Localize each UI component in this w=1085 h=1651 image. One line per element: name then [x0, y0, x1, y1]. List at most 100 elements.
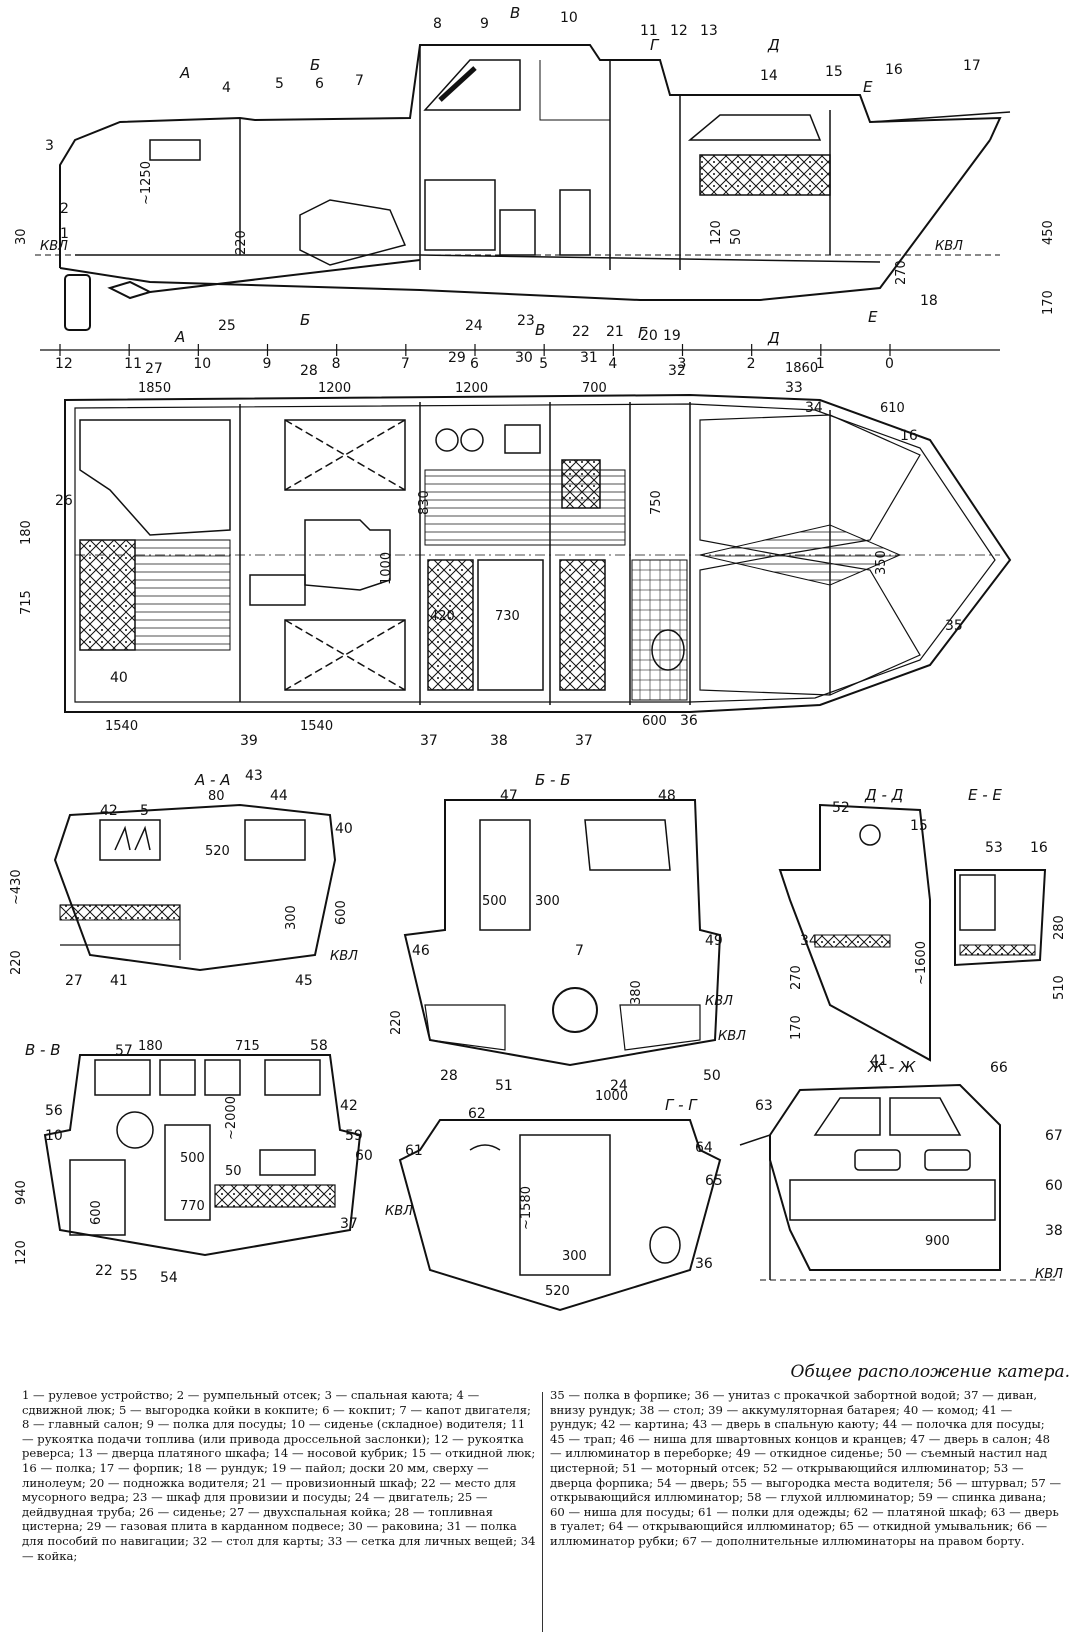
- legend-item: 57 — открывающийся иллюминатор;: [550, 1475, 1062, 1505]
- svg-text:1: 1: [60, 226, 69, 242]
- dish-niche: [259, 1149, 316, 1176]
- legend-item: 65 — откидной умывальник;: [839, 1519, 1018, 1534]
- picture-frame: [99, 819, 161, 861]
- marker-g-bot: Г: [638, 324, 648, 342]
- marker-v-bot: В: [535, 321, 545, 339]
- svg-text:55: 55: [120, 1268, 138, 1284]
- svg-text:2: 2: [60, 201, 69, 217]
- svg-text:66: 66: [990, 1060, 1008, 1076]
- svg-text:22: 22: [572, 324, 590, 340]
- marker-v-top: В: [510, 4, 520, 22]
- svg-text:300: 300: [562, 1249, 587, 1264]
- svg-text:11: 11: [640, 23, 658, 39]
- svg-text:170: 170: [789, 1015, 804, 1040]
- svg-text:КВЛ: КВЛ: [330, 949, 358, 964]
- svg-text:21: 21: [606, 324, 624, 340]
- legend-item: 56 — штурвал;: [937, 1475, 1032, 1490]
- toilet: [651, 629, 685, 671]
- svg-text:60: 60: [355, 1148, 373, 1164]
- svg-text:45: 45: [295, 973, 313, 989]
- svg-text:32: 32: [668, 363, 686, 379]
- svg-text:36: 36: [680, 713, 698, 729]
- legend-item: 27 — двухспальная койка;: [229, 1504, 395, 1519]
- svg-text:180: 180: [19, 520, 34, 545]
- floor-line: [75, 254, 881, 263]
- door-54: [164, 1124, 211, 1221]
- legend-item: 5 — выгородка койки в кокпите;: [118, 1402, 323, 1417]
- legend-item: 67 — дополнительные иллюминаторы на прав…: [682, 1533, 1025, 1548]
- svg-text:34: 34: [800, 933, 818, 949]
- legend-item: 33 — сетка для личных вещей;: [327, 1533, 521, 1548]
- svg-text:46: 46: [412, 943, 430, 959]
- deck-outline: [64, 393, 1012, 713]
- svg-text:~430: ~430: [9, 869, 24, 905]
- svg-text:510: 510: [1052, 975, 1067, 1000]
- head-floor: [631, 559, 688, 701]
- forepeak-door: [959, 874, 996, 931]
- legend-item: 64 — открывающийся иллюминатор;: [608, 1519, 840, 1534]
- station-number: 8: [332, 356, 341, 372]
- marker-b-top: Б: [310, 56, 320, 74]
- legend-item: 6 — кокпит;: [322, 1402, 400, 1417]
- svg-text:15: 15: [825, 64, 843, 80]
- svg-text:770: 770: [180, 1199, 205, 1214]
- head-door: [739, 1133, 771, 1280]
- legend-item: 58 — глухой иллюминатор;: [746, 1490, 919, 1505]
- section-gg: [398, 1119, 722, 1312]
- svg-text:7: 7: [575, 943, 584, 959]
- section-dd: [778, 803, 931, 1062]
- marker-d-top: Д: [767, 36, 780, 54]
- svg-text:1000: 1000: [595, 1089, 628, 1104]
- station-number: 3: [678, 356, 687, 372]
- svg-text:750: 750: [649, 490, 664, 515]
- svg-text:180: 180: [138, 1039, 163, 1054]
- legend-item: 13 — дверца платяного шкафа;: [78, 1446, 274, 1461]
- svg-text:51: 51: [495, 1078, 513, 1094]
- legend-item: 63 — дверь в туалет;: [550, 1504, 1059, 1534]
- opening-porthole: [859, 824, 881, 846]
- svg-text:12: 12: [670, 23, 688, 39]
- station-number: 10: [193, 356, 211, 372]
- svg-text:30: 30: [14, 228, 29, 245]
- svg-text:37: 37: [340, 1216, 358, 1232]
- plan-view: [64, 393, 1012, 713]
- svg-text:30: 30: [515, 350, 533, 366]
- svg-text:5: 5: [140, 803, 149, 819]
- marker-g-top: Г: [650, 36, 660, 54]
- legend-item: 24 — двигатель;: [354, 1490, 458, 1505]
- legend-item: 52 — открывающийся иллюминатор;: [762, 1460, 994, 1475]
- svg-text:52: 52: [832, 800, 850, 816]
- svg-text:37: 37: [420, 733, 438, 749]
- svg-text:25: 25: [218, 318, 236, 334]
- svg-text:47: 47: [500, 788, 518, 804]
- section-dd-labels: Д - Д 52 15 34 41 ~1600 270 170: [789, 786, 929, 1069]
- fuel-tanks: [284, 419, 406, 691]
- svg-text:56: 56: [45, 1103, 63, 1119]
- shaft-line: [149, 259, 421, 293]
- marker-a-bot: А: [174, 328, 185, 346]
- legend-item: 31 — полка для пособий по навигации;: [22, 1519, 517, 1548]
- svg-text:600: 600: [642, 714, 667, 729]
- legend-item: 32 — стол для карты;: [192, 1533, 328, 1548]
- bulkhead-window: [584, 819, 671, 871]
- svg-text:КВЛ: КВЛ: [1035, 1267, 1063, 1282]
- legend-item: 59 — спинка дивана;: [918, 1490, 1047, 1505]
- marker-e-top: Е: [863, 78, 873, 96]
- steering-wheel: [116, 1111, 154, 1149]
- svg-text:28: 28: [440, 1068, 458, 1084]
- svg-text:~1250: ~1250: [139, 161, 154, 205]
- svg-text:62: 62: [468, 1106, 486, 1122]
- svg-text:28: 28: [300, 363, 318, 379]
- legend-item: 23 — шкаф для провизии и посуды;: [132, 1490, 355, 1505]
- legend-item: 62 — платяной шкаф;: [853, 1504, 991, 1519]
- legend-item: 3 — спальная каюта;: [324, 1388, 457, 1402]
- svg-text:7: 7: [355, 73, 364, 89]
- legend-item: 34 — койка;: [22, 1533, 536, 1563]
- svg-text:54: 54: [160, 1270, 178, 1286]
- svg-text:19: 19: [663, 328, 681, 344]
- svg-text:65: 65: [705, 1173, 723, 1189]
- legend-item: 50 — съемный настил над цистерной;: [550, 1446, 1048, 1475]
- fixed-porthole: [264, 1059, 321, 1096]
- legend-item: 10 — сиденье (складное) водителя;: [290, 1417, 511, 1432]
